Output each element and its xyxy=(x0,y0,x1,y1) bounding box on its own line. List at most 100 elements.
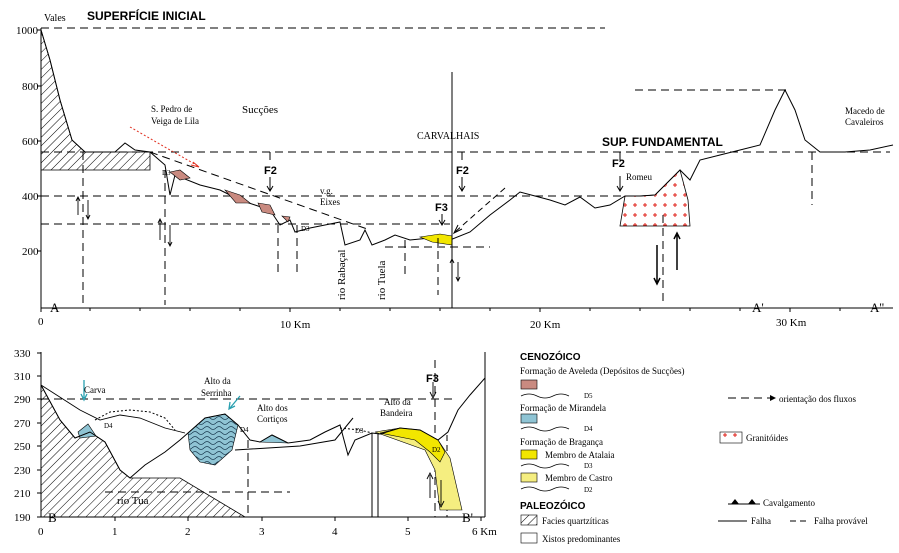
bottom-x-tick-label: 4 xyxy=(332,526,338,538)
aveleda-deposit xyxy=(224,189,251,204)
slope-surface-line xyxy=(149,151,371,231)
rio-rabacal-label: rio Rabaçal xyxy=(336,250,348,300)
flow-arrow-blue xyxy=(228,395,241,411)
bottom-x-tick-label: 1 xyxy=(112,526,118,538)
fault-arrow xyxy=(426,471,434,498)
romeu-label: Romeu xyxy=(626,172,652,182)
legend-d2-label: D2 xyxy=(584,486,593,494)
legend-d3-line xyxy=(520,463,570,469)
s-pedro-label: S. Pedro de xyxy=(151,104,192,114)
f2-label: F2 xyxy=(264,165,277,177)
legend-aveleda-swatch xyxy=(520,379,538,390)
paleo-surface-line xyxy=(234,417,354,451)
legend-d3-label: D3 xyxy=(584,462,593,470)
d4-label: D4 xyxy=(104,422,113,430)
macedo-label: Macedo de xyxy=(845,106,885,116)
vg-eixes-label: Eixes xyxy=(320,197,340,207)
top-x-ticks: 0 10 Km 20 Km 30 Km xyxy=(38,308,841,331)
bottom-x-tick-label: 6 Km xyxy=(472,526,497,538)
flux-arrow-dashed xyxy=(454,187,506,233)
vales-label: Vales xyxy=(44,13,66,24)
bottom-y-ticks: 330 310 290 270 250 230 210 190 xyxy=(14,348,41,524)
top-y-tick-label: 800 xyxy=(22,81,39,93)
alto-cortigos-label: Cortiços xyxy=(257,414,288,424)
legend-fluxos-label: orientação dos fluxos xyxy=(779,394,856,404)
legend-castro-swatch xyxy=(520,472,538,483)
top-y-tick-label: 1000 xyxy=(16,25,39,37)
legend: CENOZÓICO Formação de Aveleda (Depósitos… xyxy=(520,350,868,544)
legend-granitoides-label: Granitóides xyxy=(746,433,788,443)
alto-bandeira-label: Bandeira xyxy=(380,408,412,418)
d3-label: D3 xyxy=(162,169,171,177)
paleo-surface-dotted xyxy=(339,427,373,434)
carva-label: Carva xyxy=(84,385,106,395)
paleo-surface-line xyxy=(40,384,186,434)
bottom-x-tick-label: 3 xyxy=(259,526,265,538)
sucoes-label: Sucções xyxy=(242,104,278,116)
legend-granitoides-swatch xyxy=(719,431,743,444)
legend-mirandela-label: Formação de Mirandela xyxy=(520,403,606,413)
section-a-start: A xyxy=(50,300,60,315)
top-y-tick-label: 200 xyxy=(22,246,39,258)
legend-d5-label: D5 xyxy=(584,392,593,400)
legend-cavalgamento-label: Cavalgamento xyxy=(763,498,815,508)
flux-arrow-head xyxy=(452,224,463,235)
surface-fundamental-label: SUP. FUNDAMENTAL xyxy=(602,135,723,149)
legend-atalaia-label: Membro de Atalaia xyxy=(545,450,614,460)
bottom-y-tick-label: 210 xyxy=(14,488,31,500)
alto-cortigos-label: Alto dos xyxy=(257,403,288,413)
legend-fluxos-arrowhead xyxy=(770,395,776,401)
valley-walls xyxy=(371,433,379,517)
legend-xistos-swatch xyxy=(520,532,538,544)
legend-d4-line xyxy=(520,426,570,432)
legend-cenozoico-heading: CENOZÓICO xyxy=(520,350,581,363)
section-a-double-prime: A'' xyxy=(870,300,884,315)
legend-aveleda-label: Formação de Aveleda (Depósitos de Sucçõe… xyxy=(520,366,685,376)
legend-mirandela-swatch xyxy=(520,413,538,424)
bottom-x-tick-label: 5 xyxy=(405,526,411,538)
bottom-y-tick-label: 310 xyxy=(14,371,31,383)
bottom-profile-section: 330 310 290 270 250 230 210 190 0 1 2 3 … xyxy=(14,348,497,538)
alto-serrinha-label: Serrinha xyxy=(201,388,232,398)
legend-falha-provavel-label: Falha provável xyxy=(814,516,868,526)
surface-initial-label: SUPERFÍCIE INICIAL xyxy=(87,8,206,23)
f2-label: F2 xyxy=(612,158,625,170)
d3-label: D3 xyxy=(301,225,310,233)
topographic-profile-a xyxy=(40,29,894,246)
bottom-y-tick-label: 190 xyxy=(14,512,31,524)
section-b-start: B xyxy=(48,510,57,525)
legend-castro-label: Membro de Castro xyxy=(545,473,613,483)
macedo-label: Cavaleiros xyxy=(845,117,884,127)
top-x-tick-label: 30 Km xyxy=(776,317,807,329)
legend-d2-line xyxy=(520,486,570,492)
flux-arrow-red xyxy=(129,126,199,167)
top-x-tick-label: 0 xyxy=(38,316,44,328)
alto-bandeira-label: Alto da xyxy=(384,397,411,407)
flow-arrow-blue xyxy=(80,380,88,402)
legend-paleozoico-heading: PALEOZÓICO xyxy=(520,499,586,512)
section-a-prime: A' xyxy=(752,300,764,315)
bottom-y-tick-label: 250 xyxy=(14,441,31,453)
top-y-ticks: 1000 800 600 400 200 xyxy=(16,25,41,258)
bottom-x-tick-label: 2 xyxy=(185,526,191,538)
f2-label: F2 xyxy=(456,165,469,177)
legend-braganca-label: Formação de Bragança xyxy=(520,437,603,447)
flux-arrow-head xyxy=(190,161,200,168)
top-y-tick-label: 600 xyxy=(22,136,39,148)
aveleda-deposit xyxy=(257,202,276,216)
f3-label: F3 xyxy=(435,202,448,214)
top-x-tick-label: 20 Km xyxy=(530,319,561,331)
mirandela-deposit-texture xyxy=(188,414,238,465)
legend-facies-swatch xyxy=(520,514,538,526)
f3-label: F3 xyxy=(426,373,439,385)
aveleda-deposit xyxy=(281,215,291,223)
bottom-y-tick-label: 230 xyxy=(14,465,31,477)
atalaia-deposit xyxy=(418,233,453,246)
carvalhais-label: CARVALHAIS xyxy=(417,131,479,142)
bottom-x-tick-label: 0 xyxy=(38,526,44,538)
bottom-y-tick-label: 290 xyxy=(14,394,31,406)
legend-d5-line xyxy=(520,393,570,399)
bottom-y-tick-label: 270 xyxy=(14,418,31,430)
f3-arrow xyxy=(429,382,437,400)
